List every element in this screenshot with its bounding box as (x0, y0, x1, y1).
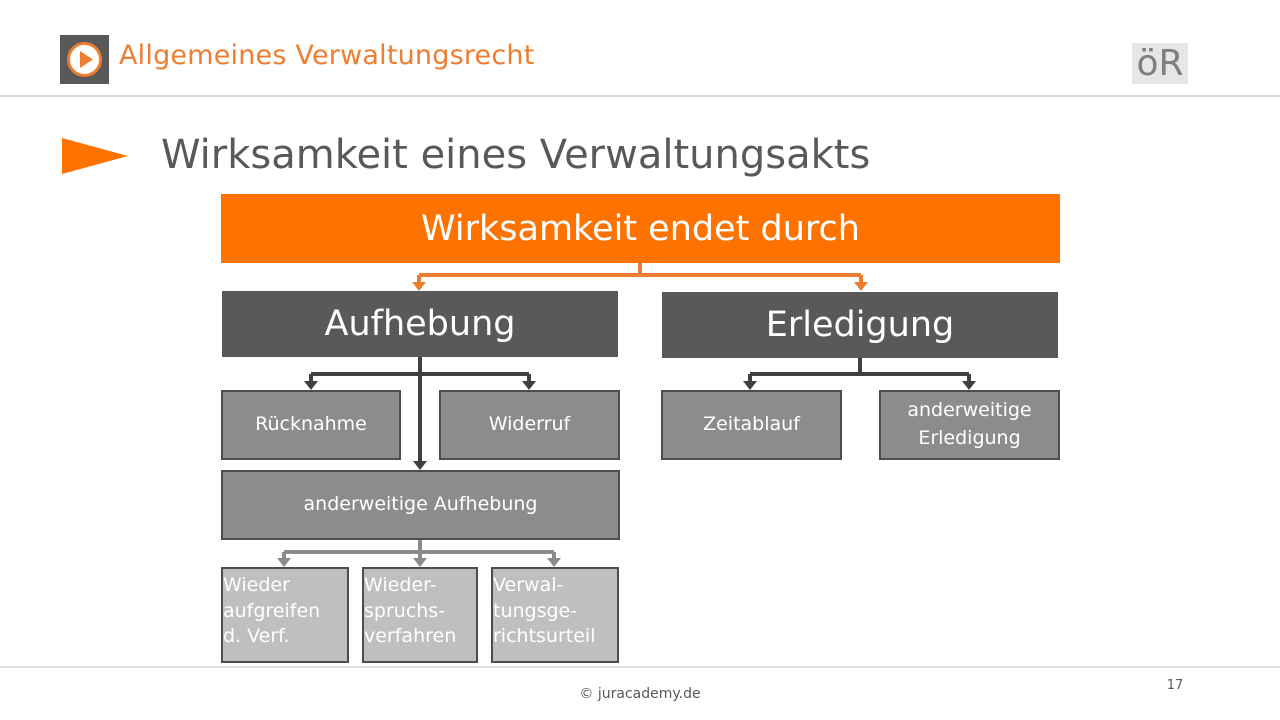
box-line: Verwal- (493, 574, 564, 596)
box-line: Erledigung (918, 427, 1021, 449)
box-line: aufgreifen (223, 599, 321, 622)
header-divider (0, 95, 1280, 97)
anderweitige-aufhebung-box: anderweitige Aufhebung (221, 470, 620, 540)
footer-divider (0, 666, 1280, 668)
box-line: spruchs- (364, 599, 446, 622)
zeitablauf-box: Zeitablauf (661, 390, 842, 460)
aufhebung-box: Aufhebung (222, 291, 618, 357)
course-title: Allgemeines Verwaltungsrecht (119, 40, 535, 71)
play-icon (67, 42, 102, 77)
box-line: anderweitige (907, 399, 1032, 422)
anderweitige-erledigung-box: anderweitige Erledigung (879, 390, 1060, 460)
ruecknahme-box: Rücknahme (221, 390, 401, 460)
subject-badge: öR (1132, 43, 1188, 84)
logo (60, 35, 109, 84)
widerruf-box: Widerruf (439, 390, 620, 460)
copyright: © juracademy.de (579, 686, 701, 702)
erledigung-connector (748, 358, 971, 381)
box-line: Wieder (223, 574, 290, 596)
root-connector (417, 263, 863, 282)
anderweitig-connector (282, 539, 556, 558)
arrow-bullet-icon (62, 138, 128, 174)
box-line: Wieder- (364, 574, 437, 596)
erledigung-box: Erledigung (662, 292, 1058, 358)
box-line: verfahren (364, 625, 457, 648)
slide-title: Wirksamkeit eines Verwaltungsakts (161, 132, 871, 178)
box-line: richtsurteil (493, 625, 596, 648)
widerspruchsverfahren-box: Wieder- spruchs- verfahren (362, 567, 478, 663)
root-box: Wirksamkeit endet durch (221, 194, 1060, 263)
verwaltungsgerichtsurteil-box: Verwal- tungsge- richtsurteil (491, 567, 619, 663)
box-line: tungsge- (493, 599, 578, 622)
box-line: d. Verf. (223, 625, 290, 648)
aufhebung-connector (309, 357, 531, 461)
page-number: 17 (1166, 678, 1184, 693)
wiederaufgreifen-box: Wieder aufgreifen d. Verf. (221, 567, 349, 663)
